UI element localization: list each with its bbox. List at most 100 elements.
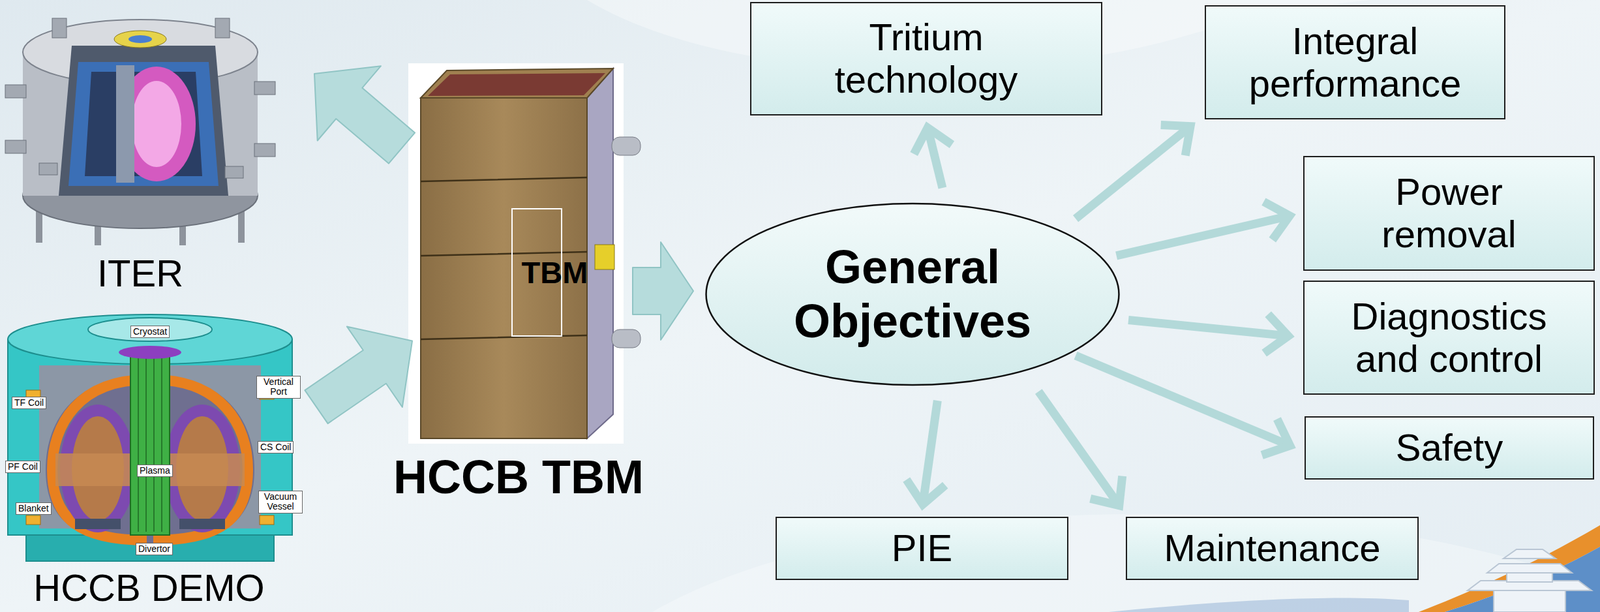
objective-arrow xyxy=(1075,125,1191,220)
block-arrow-shape xyxy=(632,241,694,340)
objective-box: PIE xyxy=(775,516,1069,580)
illustration-part xyxy=(1493,590,1566,612)
node-text: Safety xyxy=(1395,426,1503,469)
illustration-part xyxy=(259,515,274,525)
illustration-part xyxy=(68,61,219,186)
illustration-part xyxy=(427,73,606,96)
part-label: Divertor xyxy=(135,542,173,556)
part-label: CS Coil xyxy=(257,440,294,454)
arrow-shaft xyxy=(1116,215,1291,256)
illustration-part xyxy=(1503,549,1556,559)
module-figure: HCCB TBMTBM xyxy=(414,63,623,444)
node-text: Diagnostics and control xyxy=(1338,295,1561,381)
illustration-part xyxy=(420,97,588,439)
node-text: Power removal xyxy=(1361,170,1538,256)
background-swirl xyxy=(652,513,1600,612)
illustration-part xyxy=(88,317,212,342)
illustration-part xyxy=(254,143,276,157)
illustration-part xyxy=(1487,563,1572,573)
block-arrow xyxy=(314,65,415,164)
illustration-part xyxy=(58,45,229,196)
node-text: Maintenance xyxy=(1163,527,1381,570)
illustration-part xyxy=(128,35,152,44)
illustration-part xyxy=(7,314,293,364)
illustration-part xyxy=(118,345,182,359)
illustration-part xyxy=(26,515,41,525)
arrow-shaft xyxy=(1075,355,1291,446)
illustration-part xyxy=(1506,572,1553,582)
objective-arrow xyxy=(906,400,946,505)
block-arrow-shape xyxy=(314,65,415,164)
arrow-head xyxy=(1090,476,1123,506)
orange-band xyxy=(1418,525,1600,612)
objective-box: Safety xyxy=(1304,416,1595,480)
arrow-head xyxy=(1264,314,1289,354)
objective-box: Tritium technology xyxy=(750,1,1103,116)
arrow-head xyxy=(913,127,952,154)
illustration-part xyxy=(5,84,27,98)
tokamak-figure: HCCB DEMO xyxy=(0,306,299,568)
part-label: TF Coil xyxy=(11,396,47,409)
block-arrow-shape xyxy=(304,326,413,424)
central-ellipse: General Objectives xyxy=(704,202,1121,387)
part-label: Vertical Port xyxy=(256,375,301,399)
arrow-shaft xyxy=(1075,126,1191,220)
node-text: PIE xyxy=(891,527,953,570)
arrow-head xyxy=(906,479,946,505)
blue-band xyxy=(1444,546,1600,612)
part-label: Vacuum Vessel xyxy=(258,490,303,514)
pagoda-silhouette xyxy=(1467,549,1592,612)
node-text: Integral performance xyxy=(1237,20,1473,106)
illustration-part xyxy=(130,348,170,535)
illustration-part xyxy=(611,329,641,348)
arrow-head xyxy=(1161,125,1191,156)
node-text: HCCB DEMO xyxy=(33,568,265,607)
illustration-part xyxy=(215,18,230,38)
node-text: Tritium technology xyxy=(812,16,1041,102)
node-text: General Objectives xyxy=(769,240,1057,349)
objective-arrow xyxy=(1116,201,1291,256)
illustration-part xyxy=(114,30,167,48)
illustration-part xyxy=(408,63,624,444)
illustration-part xyxy=(5,140,27,154)
part-label: PF Coil xyxy=(5,460,41,473)
node-text: ITER xyxy=(97,254,184,293)
illustration-part xyxy=(116,65,135,183)
objective-box: Maintenance xyxy=(1125,516,1419,580)
illustration-part xyxy=(225,166,244,179)
illustration-part xyxy=(131,80,182,167)
objective-arrow xyxy=(1075,355,1291,456)
module-tag: TBM xyxy=(511,208,563,337)
arrow-shaft xyxy=(1038,391,1120,506)
illustration-part xyxy=(254,81,276,95)
node-text: TBM xyxy=(521,256,553,288)
block-arrow xyxy=(632,241,694,340)
objective-box: Integral performance xyxy=(1204,5,1506,120)
node-text: HCCB TBM xyxy=(393,453,644,501)
illustration-part xyxy=(179,518,226,529)
iter-tokamak-illustration xyxy=(5,18,276,246)
hccb-demo-illustration xyxy=(7,314,293,561)
arrow-head xyxy=(1262,418,1291,455)
objective-arrow xyxy=(913,127,952,188)
objective-box: Power removal xyxy=(1303,155,1595,271)
ellipse-outline xyxy=(704,202,1121,387)
illustration-part xyxy=(39,163,58,175)
objective-arrow xyxy=(1038,391,1122,506)
illustration-part xyxy=(75,518,121,529)
arrow-shaft xyxy=(1128,320,1289,336)
objective-arrow xyxy=(1128,314,1289,354)
illustration-part xyxy=(138,352,162,532)
illustration-part xyxy=(594,244,615,270)
illustration-part xyxy=(611,136,641,156)
part-label: Cryostat xyxy=(130,325,170,338)
block-arrow xyxy=(304,326,413,424)
tokamak-figure: ITER xyxy=(0,0,281,250)
background-band xyxy=(1108,598,1409,612)
arrow-head xyxy=(1263,201,1290,241)
ellipse-shape xyxy=(706,203,1120,385)
illustration-part xyxy=(420,177,588,340)
part-label: Plasma xyxy=(136,464,173,477)
